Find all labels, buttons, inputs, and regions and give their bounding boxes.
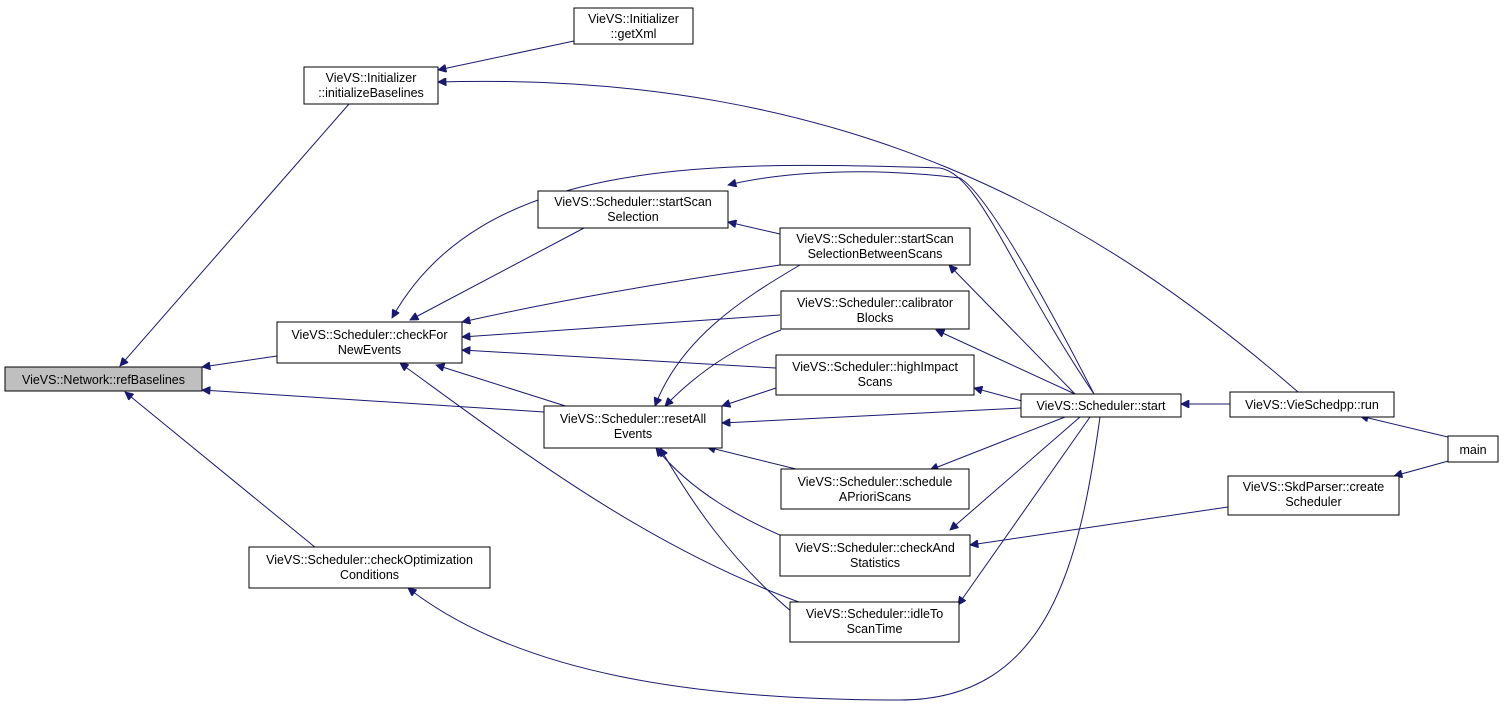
- node-label: VieVS::VieSchedpp::run: [1245, 398, 1379, 412]
- node-scheduler-idletoscantime[interactable]: VieVS::Scheduler::idleTo ScanTime: [789, 601, 960, 643]
- node-label: ScanTime: [847, 622, 903, 636]
- edge-createscheduler-to-checkandstatistics: [970, 506, 1229, 545]
- node-network-refbaselines[interactable]: VieVS::Network::refBaselines: [4, 366, 203, 392]
- node-label: VieVS::Initializer: [326, 71, 417, 85]
- node-label: VieVS::Initializer: [588, 12, 679, 26]
- edge-main-to-createscheduler: [1394, 459, 1453, 476]
- node-initializer-getxml[interactable]: VieVS::Initializer ::getXml: [573, 7, 694, 45]
- edge-main-to-run: [1360, 416, 1453, 439]
- node-label: VieVS::Scheduler::startScan: [796, 232, 954, 246]
- edge-getxml-to-initializebaselines: [438, 40, 575, 70]
- node-label: NewEvents: [338, 343, 401, 357]
- edge-start-to-checkfornewevents: [391, 164, 1095, 395]
- edge-startscanselectionbetweenscans-to-checkfornewevents: [462, 264, 781, 322]
- node-scheduler-startscanselectionbetweenscans[interactable]: VieVS::Scheduler::startScan SelectionBet…: [779, 227, 971, 266]
- node-label: ::getXml: [611, 27, 657, 41]
- node-vieschedpp-run[interactable]: VieVS::VieSchedpp::run: [1229, 391, 1395, 418]
- node-skdparser-createscheduler[interactable]: VieVS::SkdParser::create Scheduler: [1227, 475, 1400, 516]
- edge-calibratorblocks-to-checkfornewevents: [462, 314, 781, 337]
- edge-start-to-checkoptimizationconditions: [408, 416, 1101, 701]
- node-label: VieVS::Scheduler::schedule: [798, 475, 953, 489]
- node-label: ::initializeBaselines: [318, 86, 424, 100]
- node-scheduler-resetallevents[interactable]: VieVS::Scheduler::resetAll Events: [543, 405, 723, 449]
- node-label: Selection: [607, 210, 658, 224]
- edge-resetallevents-to-checkfornewevents: [436, 365, 576, 410]
- edge-start-to-checkandstatistics: [950, 416, 1081, 530]
- node-label: Blocks: [857, 311, 894, 325]
- edge-startscanselectionbetweenscans-to-startscanselection: [728, 222, 781, 235]
- node-label: APrioriScans: [839, 490, 911, 504]
- edge-startscanselectionbetweenscans-to-resetallevents: [655, 264, 801, 406]
- node-label: VieVS::Scheduler::start: [1036, 399, 1166, 413]
- edge-checkfornewevents-to-refbaselines: [202, 355, 278, 367]
- node-label: main: [1459, 443, 1486, 457]
- node-scheduler-start[interactable]: VieVS::Scheduler::start: [1020, 393, 1182, 418]
- edge-run-to-initializebaselines: [438, 81, 1299, 393]
- edge-scheduleapriori-to-resetallevents: [707, 447, 801, 471]
- node-label: VieVS::Scheduler::resetAll: [560, 412, 706, 426]
- node-scheduler-highimpactscans[interactable]: VieVS::Scheduler::highImpact Scans: [775, 354, 975, 396]
- edge-idletoscantime-to-checkfornewevents: [400, 363, 811, 607]
- node-label: VieVS::Scheduler::checkAnd: [795, 541, 955, 555]
- node-label: Scheduler: [1285, 495, 1341, 509]
- edge-start-to-highimpactscans: [974, 388, 1023, 402]
- node-scheduler-checkfornewevents[interactable]: VieVS::Scheduler::checkFor NewEvents: [276, 321, 463, 364]
- node-label: VieVS::Scheduler::checkOptimization: [266, 553, 473, 567]
- edge-calibratorblocks-to-resetallevents: [665, 329, 782, 406]
- node-label: VieVS::Network::refBaselines: [22, 373, 185, 387]
- node-label: VieVS::Scheduler::calibrator: [797, 296, 953, 310]
- node-label: Statistics: [850, 556, 900, 570]
- node-label: Conditions: [340, 568, 399, 582]
- edge-startscanselection-to-checkfornewevents: [410, 227, 585, 321]
- edge-start-to-resetallevents: [722, 407, 1022, 423]
- edge-highimpactscans-to-checkfornewevents: [462, 350, 777, 369]
- node-scheduler-calibratorblocks[interactable]: VieVS::Scheduler::calibrator Blocks: [780, 290, 970, 330]
- function-nodes: VieVS::Network::refBaselines VieVS::Init…: [4, 7, 1499, 643]
- edge-start-to-calibratorblocks: [936, 330, 1076, 395]
- edge-start-to-startscanselectionbetweenscans: [949, 265, 1076, 395]
- node-scheduler-scheduleaprioriscans[interactable]: VieVS::Scheduler::schedule APrioriScans: [780, 468, 970, 510]
- edge-resetallevents-to-refbaselines: [202, 390, 545, 413]
- node-scheduler-checkandstatistics[interactable]: VieVS::Scheduler::checkAnd Statistics: [779, 534, 971, 577]
- edge-start-to-scheduleapriori: [930, 416, 1066, 470]
- edge-start-to-startscanselection: [728, 171, 1095, 395]
- call-edges: [120, 40, 1453, 701]
- edge-checkoptimizationconditions-to-refbaselines: [125, 392, 317, 549]
- node-main[interactable]: main: [1447, 435, 1499, 463]
- node-label: VieVS::Scheduler::startScan: [554, 195, 712, 209]
- node-label: VieVS::Scheduler::idleTo: [806, 607, 943, 621]
- node-label: Events: [614, 427, 652, 441]
- node-label: VieVS::Scheduler::checkFor: [291, 328, 447, 342]
- edge-start-to-idletoscantime: [958, 416, 1091, 605]
- node-label: VieVS::SkdParser::create: [1243, 480, 1385, 494]
- node-label: SelectionBetweenScans: [808, 247, 943, 261]
- edge-initializebaselines-to-refbaselines: [120, 103, 350, 366]
- edge-highimpactscans-to-resetallevents: [722, 387, 777, 406]
- node-scheduler-startscanselection[interactable]: VieVS::Scheduler::startScan Selection: [537, 190, 729, 229]
- node-label: Scans: [858, 375, 893, 389]
- node-label: VieVS::Scheduler::highImpact: [792, 360, 958, 374]
- node-scheduler-checkoptimizationconditions[interactable]: VieVS::Scheduler::checkOptimization Cond…: [248, 546, 491, 589]
- node-initializer-initializebaselines[interactable]: VieVS::Initializer ::initializeBaselines: [303, 66, 439, 105]
- edge-idletoscantime-to-resetallevents: [660, 448, 793, 613]
